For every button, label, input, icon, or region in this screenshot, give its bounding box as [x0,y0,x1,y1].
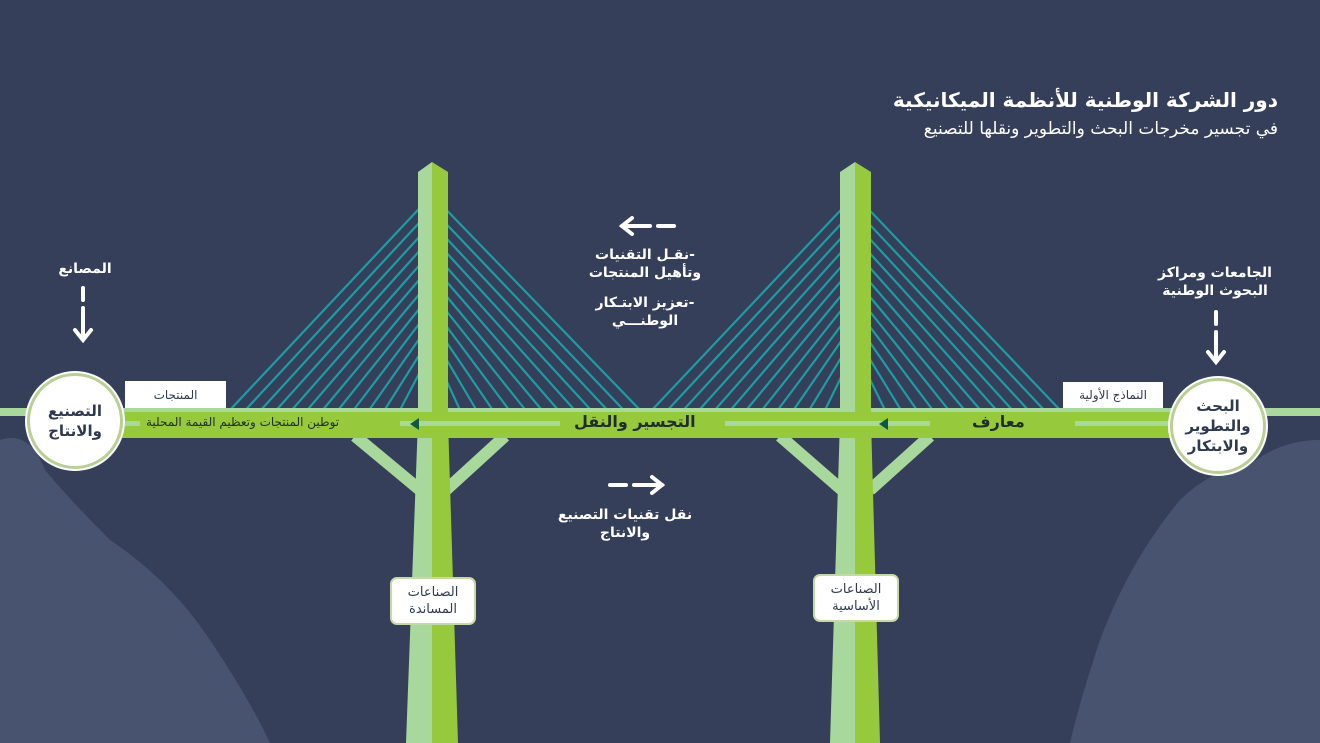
cable [290,250,433,411]
cable [260,222,433,411]
cable [431,236,592,411]
arrow-down-icon [1206,310,1226,366]
cable [275,236,433,411]
arrow-down-icon [73,286,93,344]
cable [854,278,966,411]
cable [854,250,998,411]
cable [854,222,1029,411]
left-tower [406,162,458,743]
cable [651,194,856,411]
cable [682,222,856,411]
arrow-left-icon [618,216,676,236]
cable [854,264,982,411]
cable [729,264,856,411]
manufacturing-transfer-note: نقل تقنيات التصنيع والانتاج [557,507,693,541]
research-label: البحث والتطوير والابتكار [1185,397,1251,455]
manufacturing-label: التصنيع والانتاج [47,402,103,440]
deck-arrow-icon [879,418,888,430]
page-title: دور الشركة الوطنية للأنظمة الميكانيكية [892,88,1278,112]
cable [337,292,433,411]
cable [854,194,1061,411]
products-tag: المنتجات [125,381,226,408]
cable [431,278,543,411]
page-subtitle: في تجسير مخرجات البحث والتطوير ونقلها لل… [923,119,1278,139]
cable [244,208,433,411]
cable [431,222,609,411]
innovation-note: -تعزيز الابتـكار الوطنـــي [595,295,695,329]
prototypes-tag: النماذج الأولية [1063,382,1163,408]
tech-transfer-note: -نقـل التقنيات وتأهيل المنتجات [588,247,702,281]
cable [761,292,856,411]
arrow-right-icon [608,475,666,495]
bridge-struts [351,431,935,495]
left-cliff [0,438,270,743]
basic-industries-label: الصناعات الأساسية [813,574,899,622]
localization-label: توطين المنتجات وتعظيم القيمة المحلية [146,415,340,429]
supporting-industries-label: الصناعات المساندة [390,577,476,625]
knowledge-label: معارف [972,412,1025,431]
factories-label: المصانع [58,261,112,277]
manufacturing-node: التصنيع والانتاج [27,373,123,469]
right-tower [830,162,880,743]
cable [431,194,641,411]
right-cliff [1070,440,1320,743]
deck-arrow-icon [410,418,419,430]
cable [431,264,560,411]
basic-text: الصناعات الأساسية [830,582,882,614]
cable [714,250,856,411]
cable [666,208,856,411]
supporting-text: الصناعات المساندة [407,585,459,617]
cable [229,194,433,411]
cable [854,236,1014,411]
cable [854,208,1045,411]
cable [698,236,856,411]
cable [431,208,625,411]
cable [306,264,433,411]
cable [321,278,433,411]
universities-label: الجامعات ومراكز البحوث الوطنية [1158,265,1272,299]
cable [745,278,856,411]
bridging-label: التجسير والنقل [574,412,696,431]
cable [431,250,576,411]
research-node: البحث والتطوير والابتكار [1170,378,1266,474]
